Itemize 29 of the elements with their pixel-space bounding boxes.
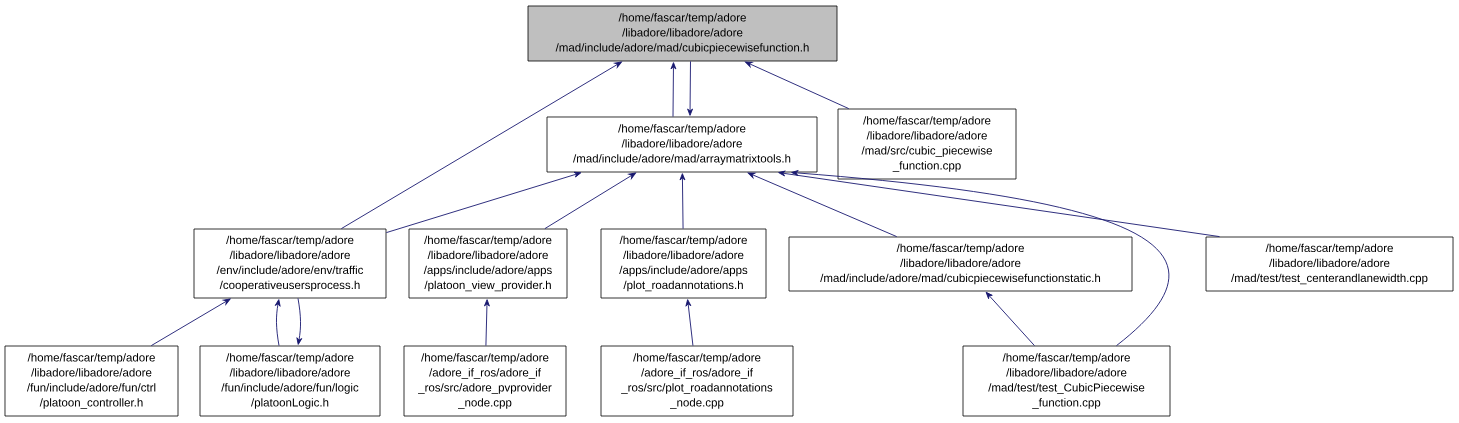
file-box: /home/fascar/temp/adore /libadore/libadore/adore /mad/test/test_centerandlanewidth.cpp: [1205, 236, 1454, 292]
file-box: /home/fascar/temp/adore /libadore/libadore/adore /mad/src/cubic_piecewise _function.cpp: [837, 108, 1017, 180]
arrow: [685, 299, 694, 347]
arrow: [150, 298, 231, 347]
arrow: [791, 170, 1169, 347]
file-box: /home/fascar/temp/adore /adore_if_ros/adore_if _ros/src/plot_roadannotations _node.cpp: [600, 345, 794, 417]
file-box: /home/fascar/temp/adore /libadore/libadore/adore /mad/include/adore/mad/cubicpiecewisefunctionstatic.h: [788, 236, 1133, 292]
file-box: /home/fascar/temp/adore /libadore/libadore/adore /fun/include/adore/fun/logic /platoonLogic.h: [199, 345, 381, 417]
arrow: [985, 291, 1035, 347]
file-box: /home/fascar/temp/adore /libadore/libadore/adore /mad/test/test_CubicPiecewise _function.cpp: [962, 345, 1171, 417]
arrow: [340, 61, 622, 230]
arrow: [687, 60, 693, 116]
file-box: /home/fascar/temp/adore /libadore/libadore/adore /env/include/adore/env/traffic /cooperativeusersprocess.h: [193, 228, 387, 299]
arrow: [679, 173, 686, 230]
file-box: /home/fascar/temp/adore /libadore/libadore/adore /mad/include/adore/mad/arraymatrixtools.h: [546, 116, 818, 173]
arrow: [747, 172, 898, 238]
file-box: /home/fascar/temp/adore /libadore/libadore/adore /mad/include/adore/mad/cubicpiecewisefunction.h: [527, 5, 838, 62]
arrow: [274, 299, 281, 347]
arrow: [744, 61, 850, 110]
arrow: [385, 171, 582, 234]
arrow: [778, 170, 1220, 238]
file-box: /home/fascar/temp/adore /libadore/libadore/adore /apps/include/adore/apps /platoon_view_provider.h: [408, 228, 568, 299]
file-box: /home/fascar/temp/adore /adore_if_ros/adore_if _ros/src/adore_pvprovider _node.cpp: [403, 345, 567, 417]
arrow: [296, 297, 303, 345]
arrow: [544, 172, 636, 230]
file-box: /home/fascar/temp/adore /libadore/libadore/adore /fun/include/adore/fun/ctrl /platoon_controller.h: [4, 345, 179, 417]
file-box: /home/fascar/temp/adore /libadore/libadore/adore /apps/include/adore/apps /plot_roadannotations.h: [600, 228, 767, 299]
arrow: [484, 299, 490, 347]
arrow: [670, 62, 677, 118]
